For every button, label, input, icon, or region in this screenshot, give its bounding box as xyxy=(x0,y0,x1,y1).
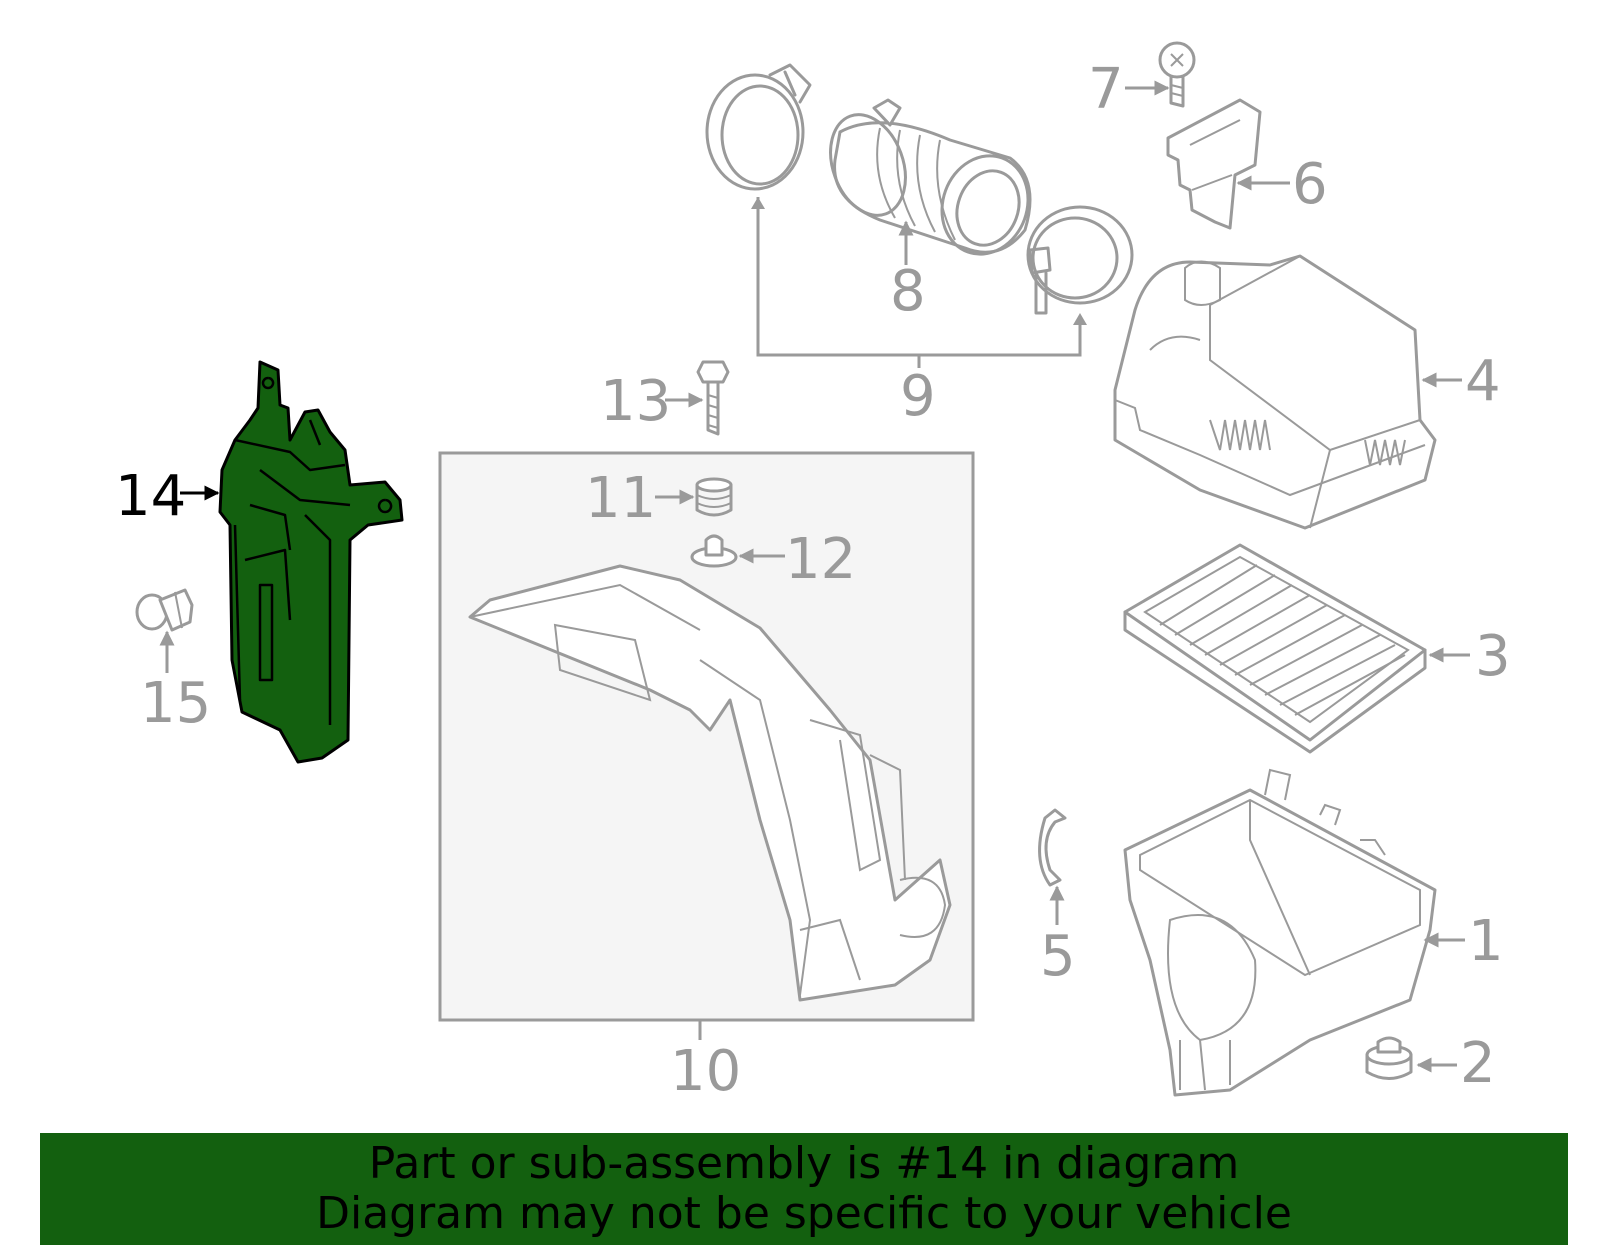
callout-8: 8 xyxy=(890,259,926,324)
part-1-air-cleaner-case xyxy=(1123,768,1437,1097)
callout-5: 5 xyxy=(1040,924,1076,989)
part-11-grommet xyxy=(695,477,733,517)
callout-13: 13 xyxy=(600,369,671,434)
callout-4: 4 xyxy=(1465,349,1501,414)
part-3-air-filter xyxy=(1123,543,1427,754)
callout-1: 1 xyxy=(1468,909,1504,974)
part-7-screw xyxy=(1158,41,1196,108)
info-banner: Part or sub-assembly is #14 in diagram D… xyxy=(40,1133,1568,1245)
callout-10: 10 xyxy=(670,1039,741,1104)
part-2-grommet xyxy=(1365,1036,1413,1080)
banner-line-1: Part or sub-assembly is #14 in diagram xyxy=(368,1138,1240,1189)
parts-diagram: 1 2 3 4 5 6 7 8 9 10 11 12 13 14 15 xyxy=(115,41,1511,1104)
part-10-intake-duct xyxy=(468,564,952,1002)
callout-9: 9 xyxy=(900,364,936,429)
callout-12: 12 xyxy=(785,527,856,592)
part-4-air-cleaner-cover xyxy=(1113,254,1437,530)
part-9-clamps xyxy=(705,63,1134,315)
part-12-grommet xyxy=(690,534,738,568)
part-15-push-clip xyxy=(135,588,194,632)
callout-7: 7 xyxy=(1088,57,1124,122)
callout-15: 15 xyxy=(140,671,211,736)
banner-line-2: Diagram may not be specific to your vehi… xyxy=(316,1188,1292,1239)
part-5-clip xyxy=(1038,808,1067,887)
part-8-intake-hose xyxy=(829,98,1032,256)
part-14-bracket xyxy=(218,360,404,764)
part-13-bolt xyxy=(696,360,730,436)
callout-11: 11 xyxy=(585,466,656,531)
callout-6: 6 xyxy=(1292,152,1328,217)
callout-2: 2 xyxy=(1460,1031,1496,1096)
part-6-airflow-sensor xyxy=(1166,98,1262,230)
callout-14: 14 xyxy=(115,464,186,529)
callout-3: 3 xyxy=(1475,624,1511,689)
